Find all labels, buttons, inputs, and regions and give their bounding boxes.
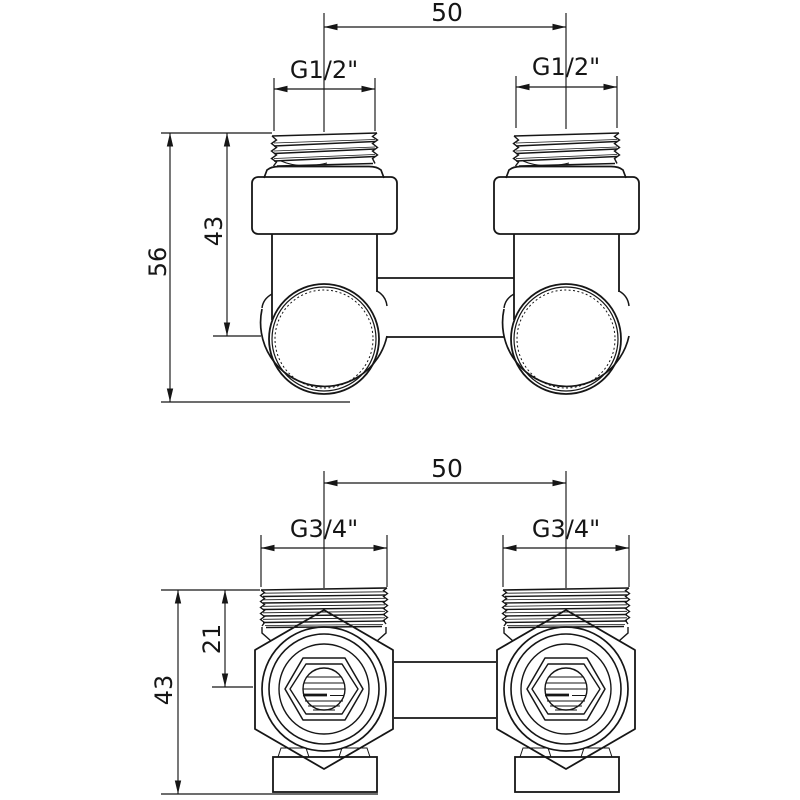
ext-lines-g34-left <box>260 535 388 587</box>
port-size-label-left: G1/2" <box>290 56 358 84</box>
top-view-dimensions <box>161 13 618 402</box>
dim-label-50-bottom: 50 <box>431 454 463 483</box>
dim-label-21: 21 <box>198 624 226 655</box>
connecting-bar-front <box>394 661 496 719</box>
bottom-view: 50 G3/4" G3/4" 21 43 <box>150 454 637 795</box>
connecting-bar-side <box>377 277 514 338</box>
port-size-label-right: G3/4" <box>532 515 600 543</box>
top-view: 50 G1/2" G1/2" 43 56 <box>144 0 640 403</box>
dim-label-50-top: 50 <box>431 0 463 27</box>
port-size-label-right: G1/2" <box>532 53 600 81</box>
ext-lines-g34-right <box>502 535 630 587</box>
dim-label-43-top: 43 <box>200 216 228 247</box>
port-size-label-left: G3/4" <box>290 515 358 543</box>
bottom-view-dimensions <box>161 471 630 795</box>
dim-label-56: 56 <box>144 247 172 278</box>
dim-label-43-bottom: 43 <box>150 675 178 706</box>
